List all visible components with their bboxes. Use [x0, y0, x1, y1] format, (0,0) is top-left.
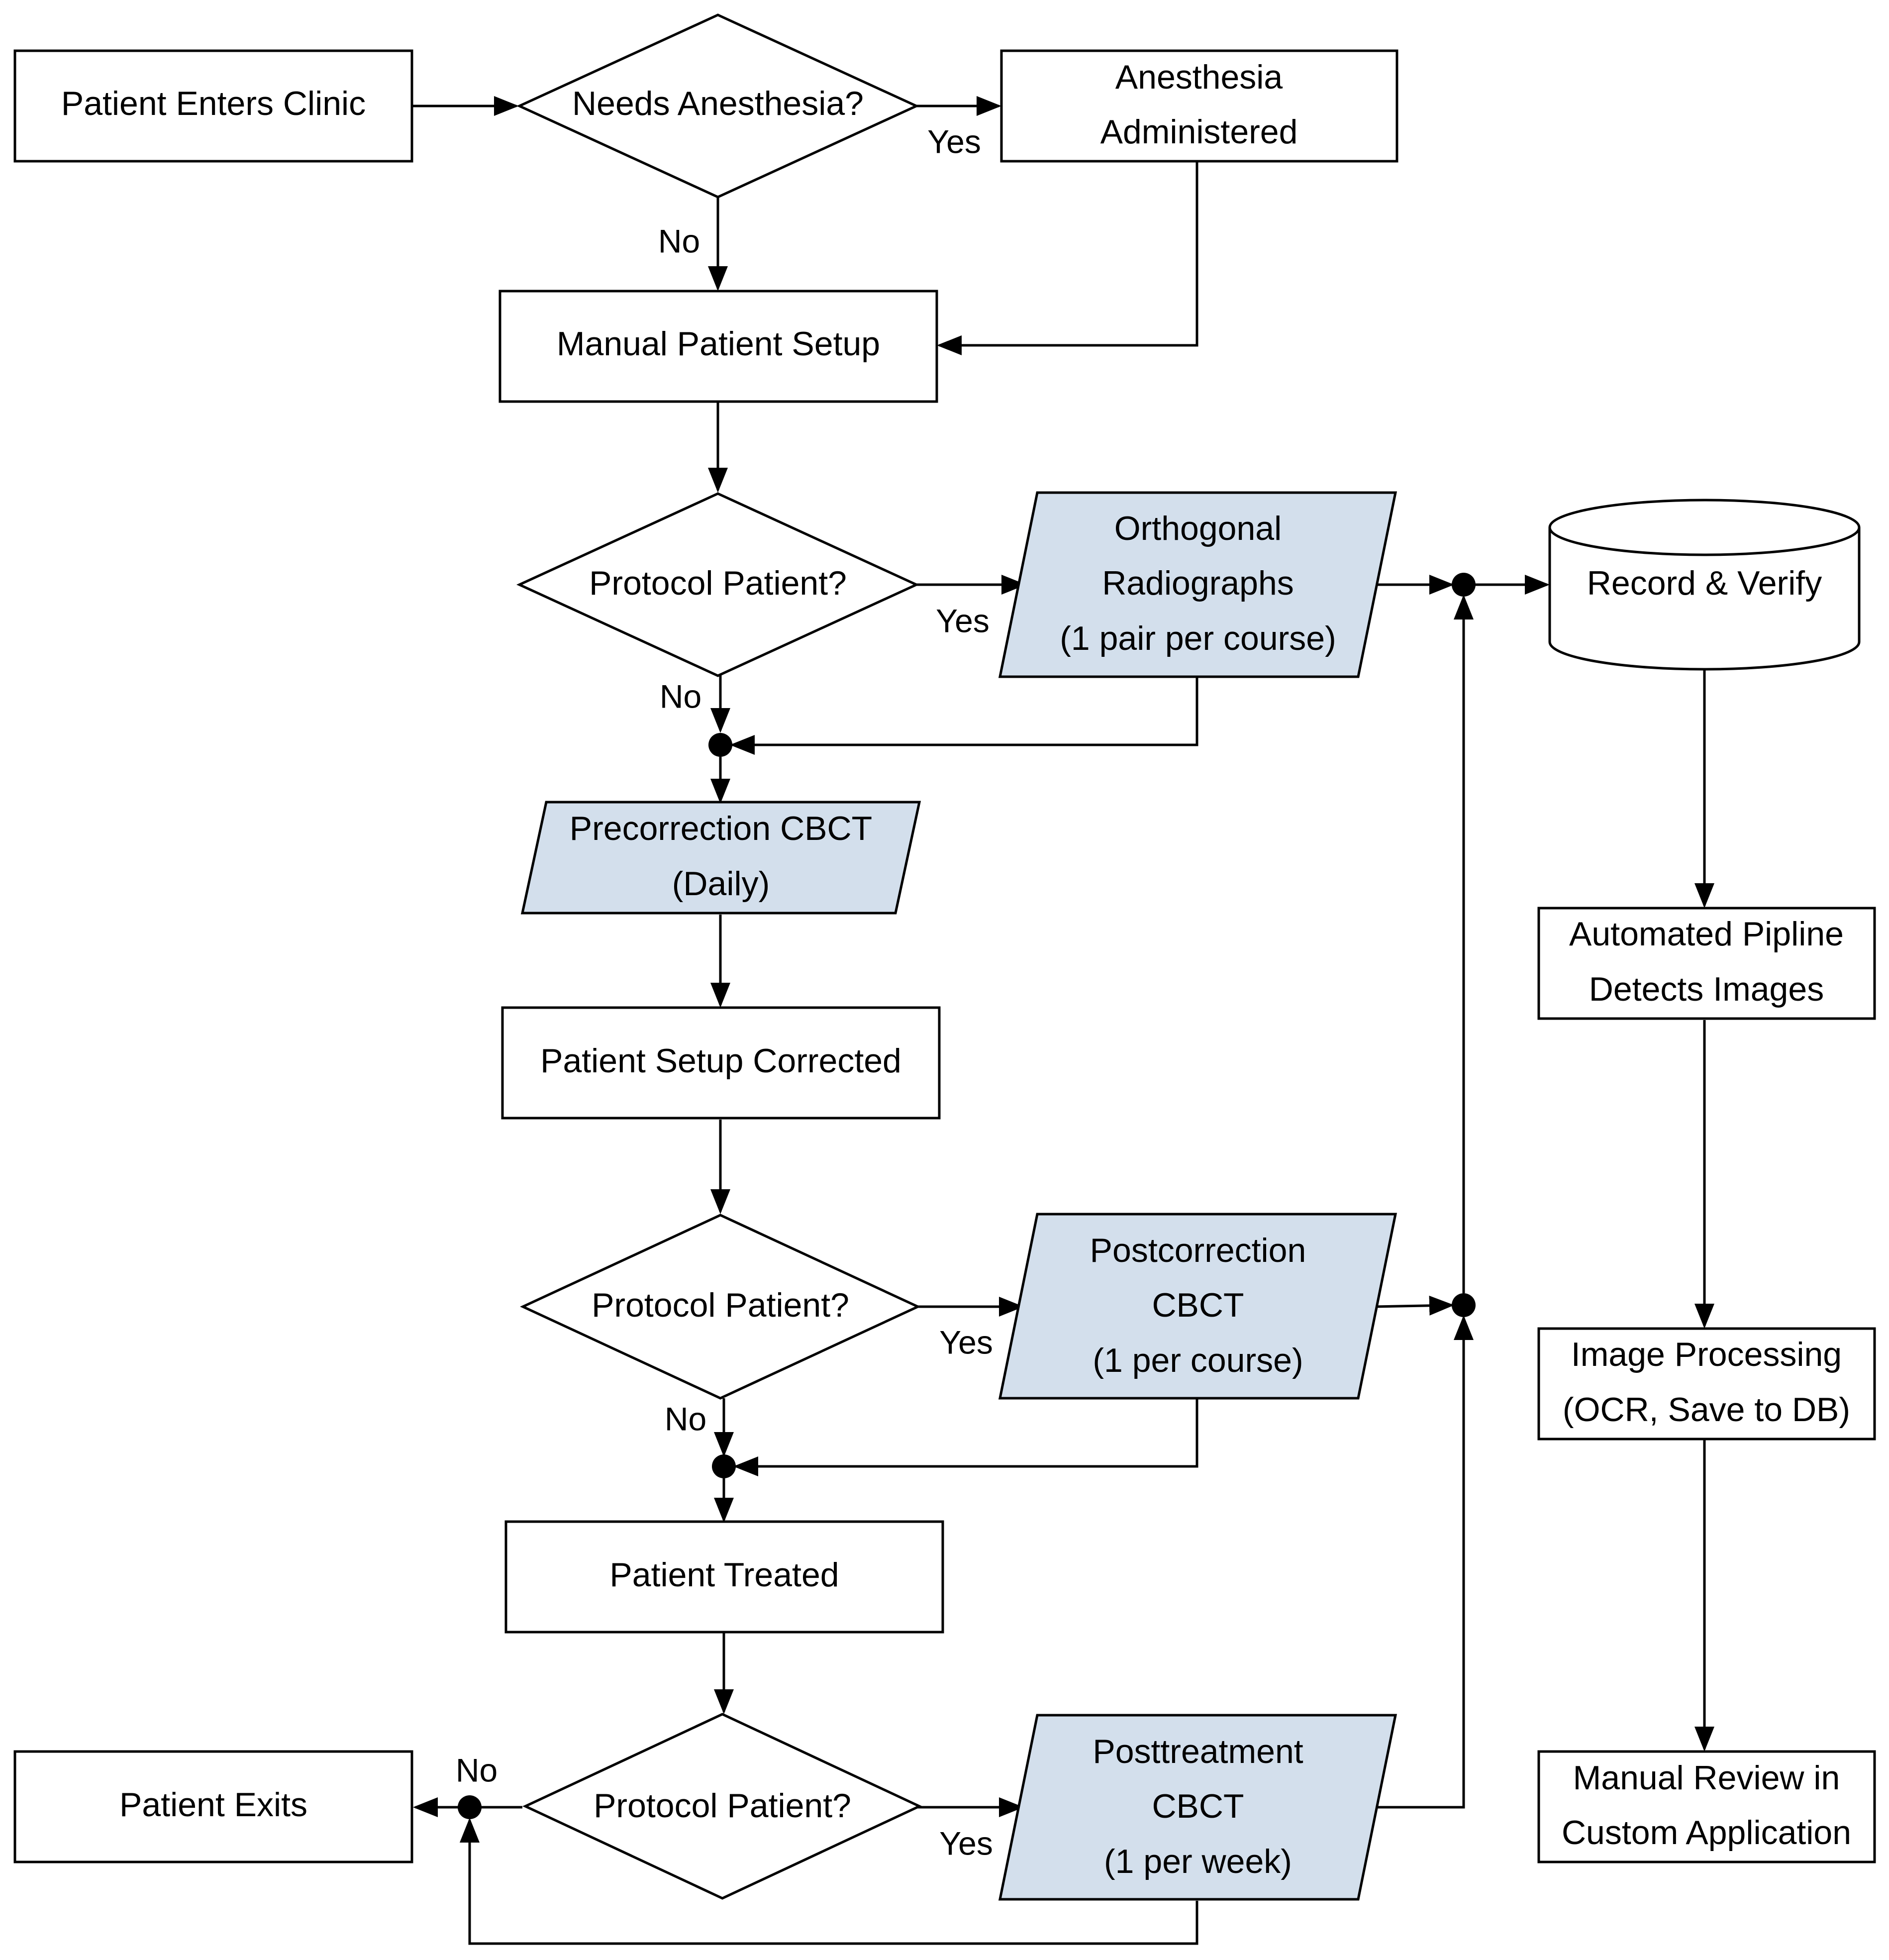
edge-posttreatment-to-bus: [1351, 1315, 1474, 1809]
junction-dot: [1452, 573, 1476, 597]
decision-protocol-patient-3: Protocol Patient?: [522, 1713, 922, 1900]
decision-protocol-patient-1: Protocol Patient?: [516, 492, 919, 677]
junction-dot: [458, 1795, 482, 1819]
edge-labels: Yes No Yes No Yes No Yes No: [456, 123, 993, 1861]
decision-protocol-patient-2: Protocol Patient?: [520, 1214, 921, 1400]
junction-dot: [708, 733, 732, 757]
node-label: Patient Setup Corrected: [540, 1042, 901, 1080]
node-manual-review: Manual Review in Custom Application: [1537, 1750, 1876, 1863]
node-label: Automated Pipline: [1569, 915, 1844, 953]
node-posttreatment-cbct: Posttreatment CBCT (1 per week): [998, 1714, 1397, 1901]
edge-label-no: No: [658, 222, 700, 259]
node-label: Anesthesia: [1115, 58, 1283, 96]
node-label: Patient Enters Clinic: [61, 85, 366, 122]
node-patient-enters-clinic: Patient Enters Clinic: [13, 49, 413, 163]
node-label: Manual Patient Setup: [557, 325, 880, 363]
node-label: Posttreatment: [1093, 1733, 1303, 1770]
node-label: CBCT: [1152, 1286, 1244, 1324]
edge-label-no: No: [456, 1752, 497, 1788]
junction-dot: [712, 1454, 736, 1478]
edge-orthogonal-return: [730, 677, 1198, 755]
decision-needs-anesthesia: Needs Anesthesia?: [516, 13, 919, 199]
node-label: Protocol Patient?: [594, 1787, 851, 1825]
node-patient-setup-corrected: Patient Setup Corrected: [501, 1006, 941, 1120]
edge-anesthesia-to-setup: [937, 162, 1198, 355]
node-patient-exits: Patient Exits: [13, 1750, 413, 1863]
edge-postcorrection-to-junction: [1374, 1295, 1454, 1316]
junction-dot: [1452, 1293, 1476, 1317]
edges: [412, 96, 1714, 1945]
node-label: Protocol Patient?: [592, 1286, 849, 1324]
node-label: Detects Images: [1589, 970, 1824, 1008]
node-postcorrection-cbct: Postcorrection CBCT (1 per course): [998, 1213, 1397, 1400]
edge-posttreatment-return: [460, 1818, 1198, 1945]
node-record-and-verify: Record & Verify: [1548, 499, 1861, 671]
node-orthogonal-radiographs: Orthogonal Radiographs (1 pair per cours…: [998, 491, 1397, 678]
node-label: Orthogonal: [1114, 510, 1282, 547]
node-image-processing: Image Processing (OCR, Save to DB): [1537, 1327, 1876, 1441]
edge-label-no: No: [665, 1400, 706, 1437]
node-label: Image Processing: [1571, 1336, 1842, 1373]
node-label: Patient Treated: [609, 1556, 839, 1594]
node-label: (1 pair per course): [1060, 619, 1336, 657]
node-label: Needs Anesthesia?: [572, 85, 864, 122]
node-label: Radiographs: [1102, 564, 1294, 602]
node-label: (OCR, Save to DB): [1563, 1391, 1850, 1429]
node-label: (1 per week): [1104, 1843, 1292, 1880]
edge-label-yes: Yes: [939, 1324, 993, 1360]
node-patient-treated: Patient Treated: [504, 1520, 944, 1634]
edge-label-yes: Yes: [927, 123, 981, 160]
node-label: Administered: [1100, 113, 1298, 151]
junctions: [458, 573, 1476, 1819]
node-label: Postcorrection: [1090, 1232, 1306, 1269]
edge-label-no: No: [660, 678, 701, 715]
node-precorrection-cbct: Precorrection CBCT (Daily): [520, 801, 921, 915]
edge-postcorrection-return: [733, 1398, 1198, 1476]
node-label: CBCT: [1152, 1787, 1244, 1825]
node-label: (Daily): [672, 865, 770, 903]
node-label: Patient Exits: [119, 1786, 307, 1824]
node-label: Protocol Patient?: [589, 564, 847, 602]
node-manual-patient-setup: Manual Patient Setup: [498, 290, 938, 403]
edge-label-yes: Yes: [936, 602, 990, 639]
node-label: Precorrection CBCT: [570, 810, 872, 847]
node-label: Custom Application: [1562, 1814, 1851, 1852]
edge-label-yes: Yes: [939, 1825, 993, 1861]
node-label: Record & Verify: [1587, 564, 1822, 602]
node-automated-pipeline: Automated Pipline Detects Images: [1537, 907, 1876, 1020]
node-label: Manual Review in: [1573, 1759, 1840, 1797]
node-label: (1 per course): [1093, 1341, 1303, 1379]
node-anesthesia-administered: Anesthesia Administered: [1000, 49, 1398, 163]
